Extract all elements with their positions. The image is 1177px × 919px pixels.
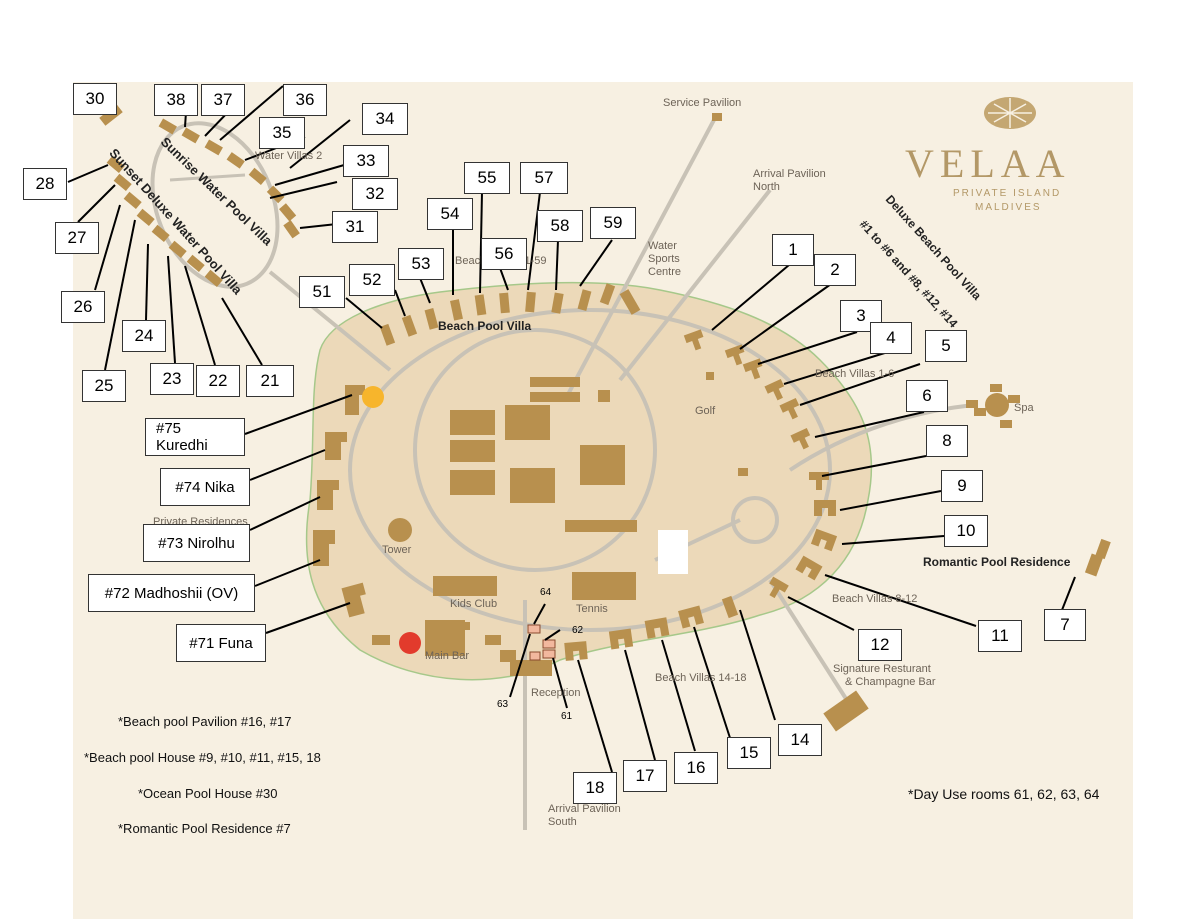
brand-tagline-1: PRIVATE ISLAND — [953, 188, 1062, 199]
brand-tagline-2: MALDIVES — [975, 202, 1042, 213]
residence-funa: #71 Funa — [176, 624, 266, 662]
villa-number-1: 1 — [772, 234, 814, 266]
label-main-bar: Main Bar — [425, 650, 470, 662]
villa-number-28: 28 — [23, 168, 67, 200]
central-buildings — [372, 113, 1111, 732]
villa-number-14: 14 — [778, 724, 822, 756]
villa-number-15: 15 — [727, 737, 771, 769]
villa-number-6: 6 — [906, 380, 948, 412]
day-use-label-63: 63 — [497, 699, 509, 710]
villa-number-52: 52 — [349, 264, 395, 296]
villa-number-23: 23 — [150, 363, 194, 395]
residence-nirolhu: #73 Nirolhu — [143, 524, 250, 562]
villa-number-38: 38 — [154, 84, 198, 116]
villa-number-4: 4 — [870, 322, 912, 354]
villa-number-22: 22 — [196, 365, 240, 397]
label-service-pavilion: Service Pavilion — [663, 97, 742, 109]
residence-nika: #74 Nika — [160, 468, 250, 506]
villa-number-53: 53 — [398, 248, 444, 280]
villa-number-55: 55 — [464, 162, 510, 194]
villa-number-58: 58 — [537, 210, 583, 242]
velaa-logo-icon — [984, 97, 1036, 129]
villa-number-10: 10 — [944, 515, 988, 547]
private-residence-buildings — [313, 385, 366, 618]
villa-number-35: 35 — [259, 117, 305, 149]
villa-number-5: 5 — [925, 330, 967, 362]
villa-number-24: 24 — [122, 320, 166, 352]
note-day-use-rooms: *Day Use rooms 61, 62, 63, 64 — [908, 786, 1100, 802]
villa-number-32: 32 — [352, 178, 398, 210]
label-beach-pool-villa: Beach Pool Villa — [438, 319, 532, 333]
label-tower: Tower — [382, 544, 412, 556]
villa-number-16: 16 — [674, 752, 718, 784]
villa-number-51: 51 — [299, 276, 345, 308]
villa-number-26: 26 — [61, 291, 105, 323]
label-beach-villas-8-12: Beach Villas 8-12 — [832, 593, 918, 605]
villa-number-2: 2 — [814, 254, 856, 286]
villa-number-59: 59 — [590, 207, 636, 239]
villa-number-21: 21 — [246, 365, 294, 397]
label-golf: Golf — [695, 405, 716, 417]
villa-number-27: 27 — [55, 222, 99, 254]
label-arrival-north-2: North — [753, 181, 780, 193]
label-water-sports-3: Centre — [648, 266, 682, 278]
note-ocean-pool-house: *Ocean Pool House #30 — [138, 786, 278, 801]
label-spa: Spa — [1014, 402, 1034, 414]
villa-number-31: 31 — [332, 211, 378, 243]
spa-building-icon — [966, 384, 1020, 428]
label-reception: Reception — [531, 687, 581, 699]
villa-number-9: 9 — [941, 470, 983, 502]
note-romantic-pool-residence: *Romantic Pool Residence #7 — [118, 821, 291, 836]
yellow-marker-icon — [362, 386, 384, 408]
note-beach-pool-house: *Beach pool House #9, #10, #11, #15, 18 — [84, 750, 321, 765]
villa-number-36: 36 — [283, 84, 327, 116]
villa-number-34: 34 — [362, 103, 408, 135]
villa-number-56: 56 — [481, 238, 527, 270]
red-marker-icon — [399, 632, 421, 654]
day-use-label-62: 62 — [572, 625, 584, 636]
residence-madhoshii: #72 Madhoshii (OV) — [88, 574, 255, 612]
villa-number-33: 33 — [343, 145, 389, 177]
day-use-label-61: 61 — [561, 711, 573, 722]
leader-lines — [67, 85, 1076, 773]
villa-number-57: 57 — [520, 162, 568, 194]
brand-name: VELAA — [905, 141, 1071, 186]
paths — [348, 117, 976, 830]
villa-number-11: 11 — [978, 620, 1022, 652]
label-beach-villas-14-18: Beach Villas 14-18 — [655, 672, 747, 684]
label-signature-1: Signature Resturant — [833, 663, 931, 675]
label-beach-villas-1-6: Beach Villas 1-6 — [815, 368, 895, 380]
villa-number-8: 8 — [926, 425, 968, 457]
day-use-label-64: 64 — [540, 587, 552, 598]
note-beach-pool-pavilion: *Beach pool Pavilion #16, #17 — [118, 714, 292, 729]
day-use-rooms — [527, 624, 556, 661]
villa-number-18: 18 — [573, 772, 617, 804]
beach-villa-buildings — [564, 329, 838, 661]
label-water-villas: Water Villas 2 — [255, 150, 323, 162]
label-kids-club: Kids Club — [450, 598, 498, 610]
label-signature-2: & Champagne Bar — [845, 676, 936, 688]
villa-number-17: 17 — [623, 760, 667, 792]
beach-villa-51-59-buildings — [379, 283, 641, 346]
residence-kuredhi: #75 Kuredhi — [145, 418, 245, 456]
label-romantic-pool-residence: Romantic Pool Residence — [923, 555, 1071, 569]
villa-number-30: 30 — [73, 83, 117, 115]
villa-number-7: 7 — [1044, 609, 1086, 641]
villa-number-37: 37 — [201, 84, 245, 116]
water-villa-loop — [150, 121, 280, 289]
villa-number-25: 25 — [82, 370, 126, 402]
label-water-sports-1: Water — [648, 240, 677, 252]
water-villa-buildings — [99, 104, 300, 287]
label-water-sports-2: Sports — [648, 253, 680, 265]
villa-number-12: 12 — [858, 629, 902, 661]
label-tennis: Tennis — [576, 603, 608, 615]
villa-number-54: 54 — [427, 198, 473, 230]
label-arrival-north-1: Arrival Pavilion — [753, 168, 826, 180]
label-arrival-south-1: Arrival Pavilion — [548, 803, 621, 815]
label-arrival-south-2: South — [548, 816, 577, 828]
